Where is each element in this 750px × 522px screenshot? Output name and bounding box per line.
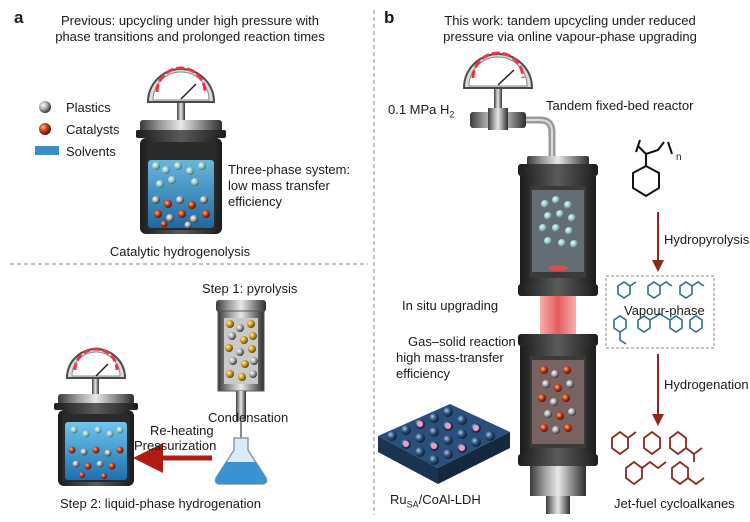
reactor-label: Tandem fixed-bed reactor bbox=[546, 98, 694, 113]
panel-a-title-line2: phase transitions and prolonged reaction… bbox=[55, 29, 325, 44]
hydropyrolysis-label: Hydropyrolysis bbox=[664, 232, 750, 247]
legend-plastics-label: Plastics bbox=[66, 100, 111, 115]
hydrogenation-label: Hydrogenation bbox=[664, 377, 749, 392]
lower-upgrading-reactor bbox=[518, 334, 598, 514]
vapour-transfer-beam bbox=[540, 296, 576, 336]
upper-hydropyrolysis-reactor bbox=[518, 156, 598, 296]
legend-catalysts-label: Catalysts bbox=[66, 122, 120, 137]
plastic-sphere-icon bbox=[39, 101, 51, 113]
hydrogenolysis-label: Catalytic hydrogenolysis bbox=[109, 244, 251, 259]
aromatic-intermediates bbox=[613, 281, 705, 345]
pyrolysis-tube bbox=[216, 300, 266, 440]
three-phase-line3: efficiency bbox=[228, 194, 282, 209]
catalyst-sphere-icon bbox=[39, 123, 51, 135]
legend-solvents-label: Solvents bbox=[66, 144, 116, 159]
catalyst-lattice bbox=[378, 404, 510, 484]
step1-label: Step 1: pyrolysis bbox=[202, 281, 298, 296]
polymer-repeat-n: n bbox=[676, 152, 682, 163]
panel-b-letter: b bbox=[384, 8, 395, 27]
gas-solid-line1: Gas–solid reaction bbox=[408, 334, 516, 349]
condensate-flask bbox=[214, 437, 268, 485]
catalyst-label: RuSA/CoAl-LDH bbox=[390, 492, 481, 510]
autoclave-reactor-top bbox=[136, 66, 226, 234]
cycloalkane-products bbox=[611, 430, 705, 486]
polystyrene-structure bbox=[632, 139, 673, 198]
reheating-label: Re-heating bbox=[150, 423, 214, 438]
pressurization-label: Pressurization bbox=[134, 438, 217, 453]
panel-a-letter: a bbox=[14, 8, 24, 27]
vapour-phase-label: Vapour-phase bbox=[624, 303, 705, 318]
autoclave-reactor-bottom bbox=[54, 347, 138, 486]
tandem-reactor-gauge bbox=[462, 51, 556, 158]
pressure-label: 0.1 MPa H2 bbox=[388, 102, 455, 120]
step2-label: Step 2: liquid-phase hydrogenation bbox=[60, 496, 261, 511]
condensation-label: Condensation bbox=[208, 410, 289, 425]
three-phase-line1: Three-phase system: bbox=[228, 162, 351, 177]
three-phase-line2: low mass transfer bbox=[228, 178, 330, 193]
solvent-bar-icon bbox=[35, 146, 59, 155]
panel-a-title-line1: Previous: upcycling under high pressure … bbox=[61, 13, 319, 28]
panel-b-title-line1: This work: tandem upcycling under reduce… bbox=[444, 13, 696, 28]
product-label: Jet-fuel cycloalkanes bbox=[614, 496, 735, 511]
in-situ-label: In situ upgrading bbox=[402, 298, 499, 313]
panel-b-title-line2: pressure via online vapour-phase upgradi… bbox=[443, 29, 697, 44]
gas-solid-line3: efficiency bbox=[396, 366, 450, 381]
gas-solid-line2: high mass-transfer bbox=[396, 350, 504, 365]
